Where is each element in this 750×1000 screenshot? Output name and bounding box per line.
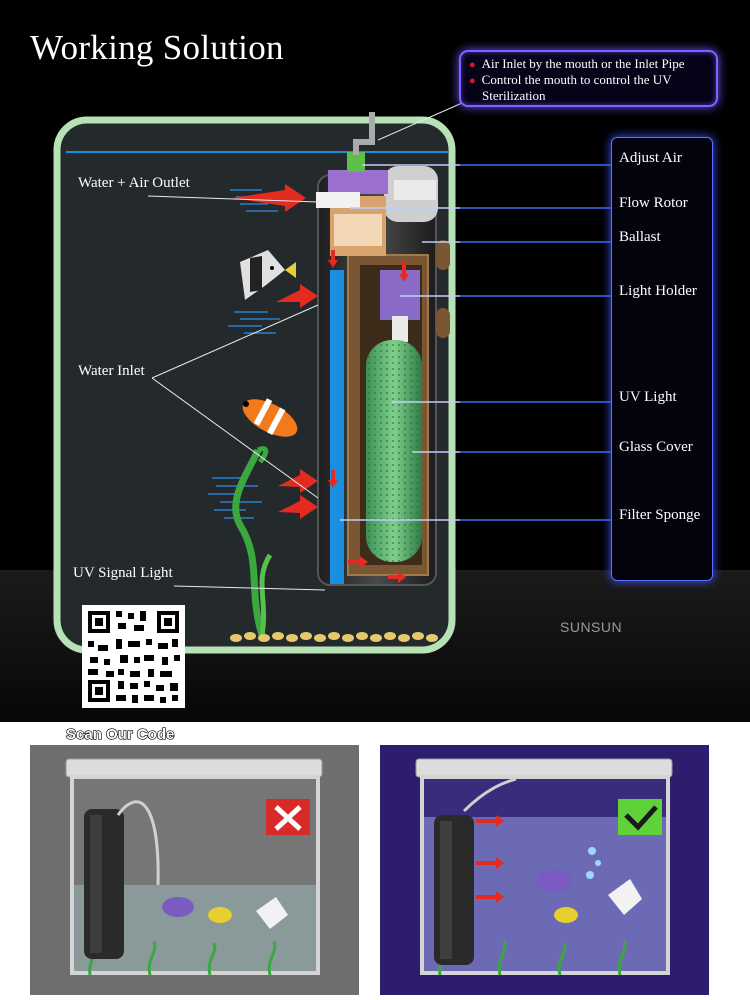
label-water-air-outlet: Water + Air Outlet bbox=[78, 175, 190, 191]
clear-tank-illustration bbox=[380, 745, 709, 995]
qr-code[interactable] bbox=[82, 605, 185, 708]
check-mark-icon bbox=[624, 805, 658, 831]
bullet-icon: ● bbox=[469, 75, 476, 87]
label-uv-signal-light: UV Signal Light bbox=[73, 565, 173, 581]
parts-label-panel bbox=[611, 137, 713, 581]
clownfish bbox=[242, 398, 298, 437]
filter-unit bbox=[316, 112, 450, 586]
part-label-ballast: Ballast bbox=[619, 229, 661, 245]
air-inlet-callout: ●Air Inlet by the mouth or the Inlet Pip… bbox=[459, 50, 718, 107]
comparison-scene-without-uv bbox=[30, 745, 359, 995]
part-label-flow-rotor: Flow Rotor bbox=[619, 195, 688, 211]
part-label-glass-cover: Glass Cover bbox=[619, 439, 693, 455]
part-label-adjust-air: Adjust Air bbox=[619, 150, 682, 166]
page-title: Working Solution bbox=[30, 28, 284, 67]
callout-line: ●Air Inlet by the mouth or the Inlet Pip… bbox=[469, 56, 685, 71]
part-label-filter-sponge: Filter Sponge bbox=[619, 507, 701, 523]
murky-tank-illustration bbox=[30, 745, 359, 995]
part-label-uv-light: UV Light bbox=[619, 389, 677, 405]
bullet-icon: ● bbox=[469, 59, 476, 71]
filter-diagram bbox=[0, 95, 750, 722]
brand-logo: SUNSUN bbox=[560, 619, 623, 635]
part-label-light-holder: Light Holder bbox=[619, 283, 697, 299]
callout-line: ●Control the mouth to control the UV bbox=[469, 72, 672, 87]
cross-mark-icon bbox=[274, 805, 302, 831]
working-solution-panel: Working Solution ●Air Inlet by the mouth… bbox=[0, 0, 750, 722]
label-water-inlet: Water Inlet bbox=[78, 363, 145, 379]
callout-line: Sterilization bbox=[482, 88, 546, 103]
scan-our-code-label: Scan Our Code bbox=[65, 725, 175, 743]
angelfish bbox=[240, 250, 296, 300]
comparison-scene-with-uv bbox=[380, 745, 709, 995]
qr-code-icon bbox=[88, 611, 180, 703]
